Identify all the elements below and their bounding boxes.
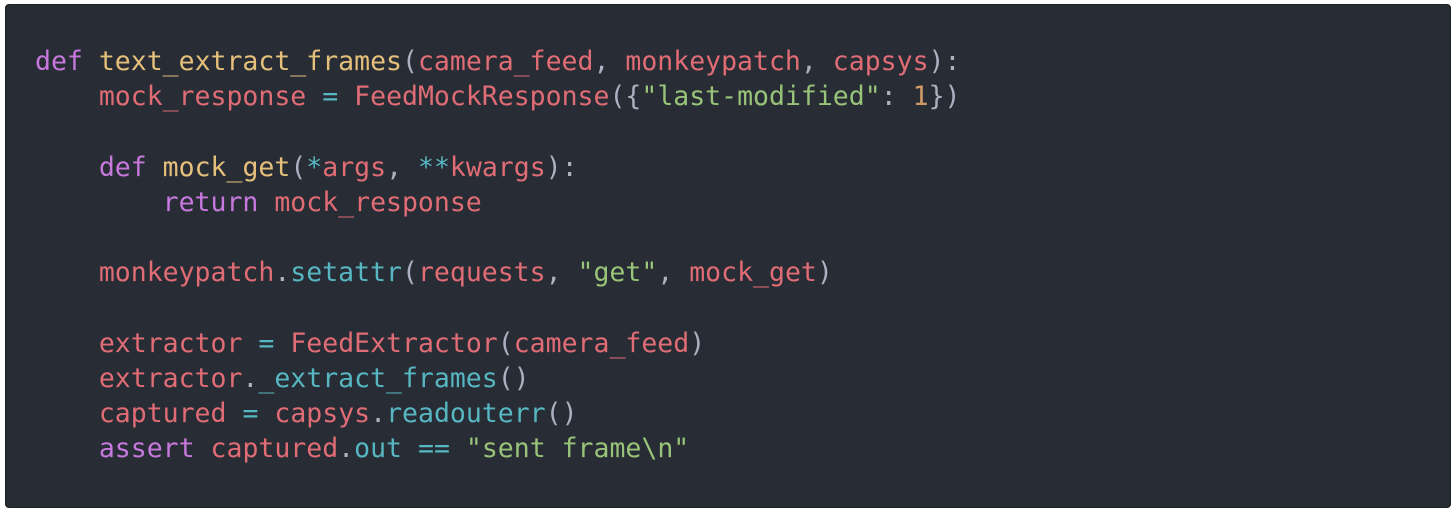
- code-token-keyword: def: [98, 151, 147, 183]
- code-token-default: [258, 187, 274, 218]
- code-token-default: ({: [609, 81, 642, 113]
- code-token-function: mock_get: [162, 151, 291, 183]
- code-token-keyword: return: [162, 186, 259, 218]
- code-token-default: [402, 433, 418, 464]
- code-token-default: [258, 398, 274, 429]
- code-token-variable: extractor: [98, 362, 243, 394]
- code-token-variable: FeedExtractor: [290, 327, 498, 359]
- code-token-default: ):: [928, 46, 961, 77]
- code-token-string: "get": [577, 257, 658, 289]
- code-line: extractor._extract_frames(): [35, 361, 1450, 396]
- code-token-default: [35, 187, 163, 218]
- code-token-default: [35, 363, 99, 394]
- code-block[interactable]: def text_extract_frames(camera_feed, mon…: [35, 44, 1450, 466]
- code-token-builtin: =: [258, 327, 275, 359]
- code-token-default: [338, 81, 354, 112]
- code-token-builtin: **: [418, 151, 450, 183]
- code-token-default: [35, 152, 99, 183]
- code-token-function: text_extract_frames: [98, 46, 402, 77]
- code-token-variable: mock_response: [98, 81, 307, 113]
- code-token-default: :: [880, 81, 913, 113]
- code-line: [35, 220, 1450, 255]
- code-token-default: [226, 398, 242, 429]
- code-token-variable: extractor: [98, 327, 243, 359]
- code-token-default: ,: [386, 151, 418, 183]
- code-token-default: .: [338, 433, 355, 465]
- code-token-default: ):: [545, 151, 578, 183]
- code-token-variable: mock_response: [274, 186, 482, 218]
- code-token-default: [306, 81, 322, 112]
- code-token-variable: kwargs: [449, 151, 546, 183]
- code-token-number: 1: [912, 81, 929, 113]
- code-token-default: }): [928, 81, 961, 113]
- code-token-variable: args: [322, 151, 387, 183]
- code-line: mock_response = FeedMockResponse({"last-…: [35, 79, 1450, 114]
- code-line: def mock_get(*args, **kwargs):: [35, 150, 1450, 185]
- code-token-variable: camera_feed: [513, 327, 690, 359]
- code-line: monkeypatch.setattr(requests, "get", moc…: [35, 255, 1450, 290]
- code-token-default: (: [401, 257, 418, 289]
- code-line: [35, 114, 1450, 149]
- code-panel: def text_extract_frames(camera_feed, mon…: [5, 4, 1451, 508]
- code-token-variable: captured: [210, 433, 339, 465]
- code-token-variable: mock_get: [689, 257, 817, 289]
- code-token-default: .: [274, 257, 291, 289]
- code-token-variable: monkeypatch: [625, 46, 801, 77]
- code-token-default: [35, 81, 99, 112]
- code-token-builtin: ==: [417, 433, 450, 465]
- code-token-default: [35, 257, 99, 288]
- code-token-default: ): [816, 257, 833, 289]
- code-token-builtin: =: [242, 397, 259, 429]
- code-token-default: (: [401, 46, 418, 77]
- code-token-builtin: out: [354, 433, 403, 465]
- code-token-variable: FeedMockResponse: [354, 81, 610, 113]
- code-token-default: [35, 328, 99, 359]
- code-token-default: (: [290, 151, 307, 183]
- code-token-default: ,: [545, 257, 578, 289]
- code-token-variable: requests: [417, 257, 546, 289]
- code-token-default: [242, 328, 258, 359]
- code-line: captured = capsys.readouterr(): [35, 396, 1450, 431]
- code-line: def text_extract_frames(camera_feed, mon…: [35, 44, 1450, 79]
- code-token-default: ,: [593, 46, 626, 77]
- code-token-default: ,: [657, 257, 690, 289]
- code-token-variable: capsys: [832, 46, 929, 77]
- code-token-variable: camera_feed: [417, 46, 594, 77]
- code-token-default: (): [497, 362, 530, 394]
- code-token-default: (: [497, 327, 514, 359]
- code-token-builtin: readouterr: [386, 397, 546, 429]
- code-line: return mock_response: [35, 185, 1450, 220]
- code-token-default: .: [370, 397, 387, 429]
- code-token-default: [450, 433, 466, 464]
- code-line: assert captured.out == "sent frame\n": [35, 431, 1450, 466]
- code-line: [35, 290, 1450, 325]
- code-token-default: .: [242, 362, 259, 394]
- code-token-string: "last-modified": [641, 81, 881, 113]
- code-token-default: (): [545, 397, 578, 429]
- code-token-default: [274, 328, 290, 359]
- code-token-default: ,: [800, 46, 833, 77]
- code-token-builtin: =: [322, 81, 339, 113]
- code-token-default: [147, 152, 163, 183]
- code-token-keyword: def: [35, 46, 83, 77]
- code-token-keyword: assert: [98, 433, 195, 465]
- code-token-default: [195, 433, 211, 464]
- code-token-default: ): [689, 327, 706, 359]
- code-token-default: [35, 398, 99, 429]
- code-token-default: [35, 433, 99, 464]
- code-line: extractor = FeedExtractor(camera_feed): [35, 326, 1450, 361]
- code-token-string: "sent frame\n": [465, 433, 690, 465]
- code-token-variable: captured: [98, 397, 227, 429]
- code-token-builtin: setattr: [290, 257, 402, 289]
- code-token-builtin: *: [306, 151, 323, 183]
- code-token-variable: capsys: [274, 397, 371, 429]
- code-token-default: [83, 46, 99, 77]
- code-token-variable: monkeypatch: [98, 257, 275, 289]
- code-token-builtin: _extract_frames: [258, 362, 498, 394]
